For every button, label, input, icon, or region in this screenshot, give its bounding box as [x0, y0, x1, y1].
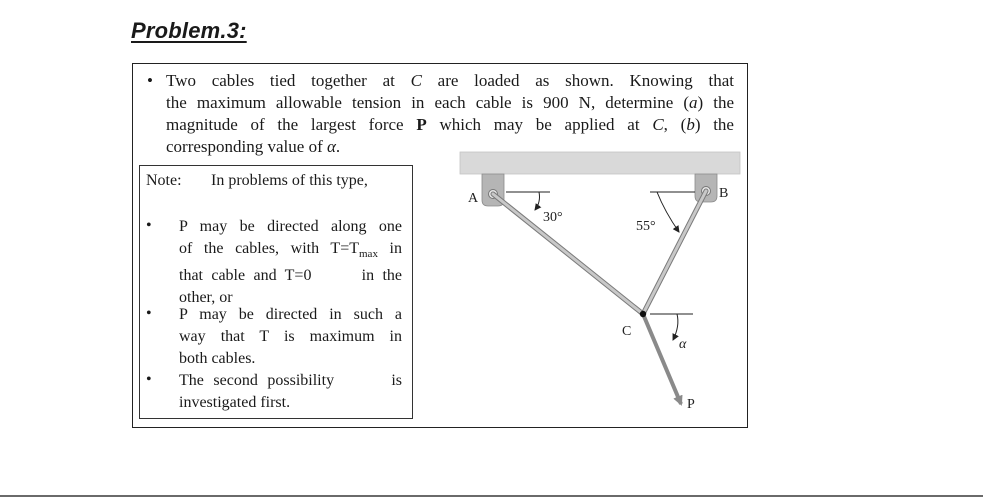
note-label: Note:: [146, 172, 182, 189]
angle-arc-alpha: [672, 313, 679, 341]
angle-label-alpha: α: [679, 337, 687, 352]
angle-arc-b: [656, 191, 680, 233]
label-a: A: [468, 191, 479, 206]
force-p-arrow: [641, 313, 683, 406]
support-b: [694, 173, 718, 203]
problem-title: Problem.3:: [131, 18, 247, 43]
footer-divider: [0, 495, 983, 497]
angle-arc-a: [534, 191, 542, 211]
problem-frame: [132, 63, 748, 428]
note-bullet: •: [146, 371, 152, 388]
problem-statement: Two cables tied together at C are loaded…: [166, 70, 734, 158]
label-b: B: [719, 186, 728, 201]
note-intro: In problems of this type,: [211, 172, 368, 189]
label-p: P: [687, 397, 695, 412]
cable-diagram: A B C P 30° 55° α: [459, 151, 741, 412]
note-item-1: P may be directed along one of the cable…: [179, 218, 403, 307]
statement-line: corresponding value of α.: [166, 137, 341, 156]
angle-label-b: 55°: [636, 219, 656, 234]
note-item-3: The second possibility is investigated f…: [179, 372, 402, 411]
angle-label-a: 30°: [543, 210, 563, 225]
note-item-2: P may be directed in such a way that T i…: [179, 306, 402, 367]
statement-line: Two cables tied together at C are loaded…: [166, 71, 734, 90]
statement-line: magnitude of the largest force P which m…: [166, 115, 734, 134]
note-box: [139, 165, 413, 419]
note-bullet: •: [146, 305, 152, 322]
label-c: C: [622, 324, 631, 339]
knot-c: [639, 310, 647, 318]
ceiling: [459, 151, 741, 175]
statement-line: the maximum allowable tension in each ca…: [166, 93, 734, 112]
statement-bullet: •: [147, 71, 153, 90]
note-bullet: •: [146, 217, 152, 234]
